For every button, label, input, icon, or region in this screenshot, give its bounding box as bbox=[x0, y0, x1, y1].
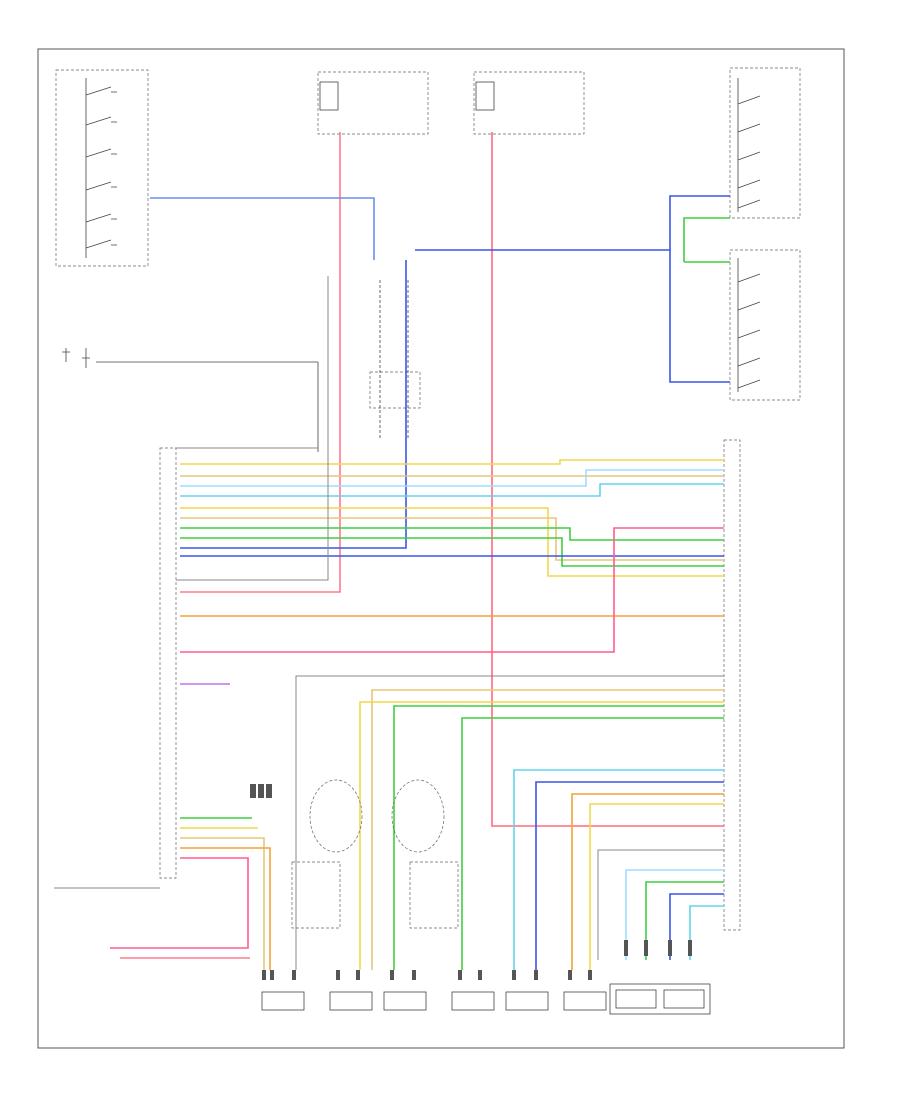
wire-tan-3 bbox=[180, 517, 724, 561]
wire-blue-rr bbox=[535, 781, 724, 970]
front-left-speaker bbox=[261, 991, 305, 1011]
radio-module bbox=[159, 447, 177, 879]
wire-green-right bbox=[683, 217, 730, 262]
wire-blue-switch bbox=[150, 197, 375, 260]
wire-tan-amp1 bbox=[371, 689, 724, 970]
wire-cyan-sub bbox=[689, 905, 724, 960]
wire-green-1 bbox=[180, 527, 724, 541]
diagram-frame bbox=[37, 48, 845, 1049]
wire-green-sub bbox=[645, 881, 724, 960]
left-steering-switch bbox=[55, 69, 149, 267]
wire-green-amp4 bbox=[461, 717, 724, 970]
ground-wires bbox=[54, 276, 724, 970]
antenna bbox=[62, 348, 319, 452]
wire-red-fuse2 bbox=[491, 132, 724, 827]
fuse-block-1 bbox=[317, 71, 429, 135]
front-right-tweeter bbox=[451, 991, 495, 1011]
signal-wires bbox=[110, 132, 730, 970]
wire-green-amp3 bbox=[393, 705, 724, 970]
wire-red-fuse1 bbox=[180, 132, 341, 593]
wire-blue-right bbox=[415, 249, 730, 383]
right-steering-switches bbox=[729, 67, 801, 401]
wire-yellow-1 bbox=[180, 507, 724, 577]
amplifier bbox=[723, 439, 741, 931]
splice-notes bbox=[291, 779, 459, 929]
rear-right-speaker bbox=[505, 991, 549, 1011]
rear-left-speaker bbox=[563, 991, 607, 1011]
wire-blue-center bbox=[180, 260, 407, 549]
connector-plugs bbox=[250, 784, 692, 980]
wire-orange-radio bbox=[180, 847, 271, 970]
wire-tan-1 bbox=[180, 459, 724, 465]
front-left-tweeter bbox=[329, 991, 373, 1011]
wire-tan-radio bbox=[180, 837, 265, 970]
wire-yellow-rl bbox=[589, 803, 724, 970]
wire-green-2 bbox=[180, 537, 724, 567]
wire-cyan-rr bbox=[513, 769, 724, 970]
wire-blue-sub bbox=[669, 893, 724, 960]
speakers bbox=[261, 983, 711, 1015]
wire-pink-dim bbox=[180, 527, 724, 653]
wire-blue-right2 bbox=[669, 195, 730, 250]
wire-lightblue bbox=[180, 469, 724, 487]
wire-yellow-amp2 bbox=[359, 701, 724, 970]
subwoofer bbox=[609, 983, 711, 1015]
front-right-speaker bbox=[383, 991, 427, 1011]
center-connector bbox=[369, 280, 421, 440]
fuse-block-2 bbox=[473, 71, 585, 135]
wire-cyan bbox=[180, 483, 724, 497]
wire-pink-radio bbox=[110, 857, 249, 949]
wire-orange-rl bbox=[571, 793, 724, 970]
wire-lightblue-sub bbox=[625, 869, 724, 960]
